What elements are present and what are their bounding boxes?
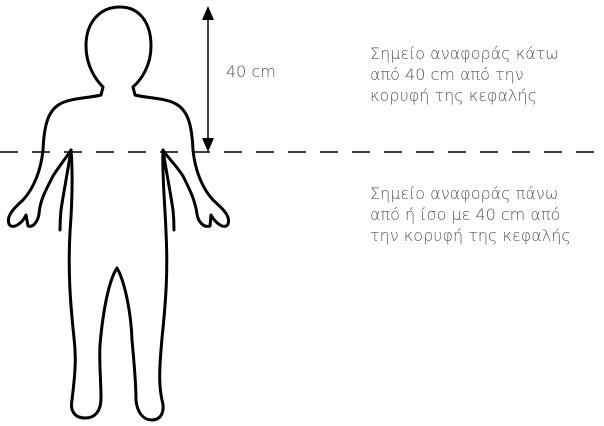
note-below-line: Σημείο αναφοράς πάνω από ή ίσο με 40 cm … (370, 183, 571, 246)
measurement-label: 40 cm (226, 61, 276, 82)
note-below-line-2: από ή ίσο με 40 cm από (370, 204, 571, 225)
note-below-line-3: την κορυφή της κεφαλής (370, 225, 571, 246)
note-above-line-3: κορυφή της κεφαλής (370, 85, 559, 106)
note-above-line-1: Σημείο αναφοράς κάτω (370, 43, 559, 64)
note-above-line: Σημείο αναφοράς κάτω από 40 cm από την κ… (370, 43, 559, 106)
arrow-head-down-icon (202, 138, 214, 152)
arrow-head-up-icon (202, 6, 214, 20)
human-silhouette (8, 7, 228, 420)
note-above-line-2: από 40 cm από την (370, 64, 559, 85)
note-below-line-1: Σημείο αναφοράς πάνω (370, 183, 571, 204)
